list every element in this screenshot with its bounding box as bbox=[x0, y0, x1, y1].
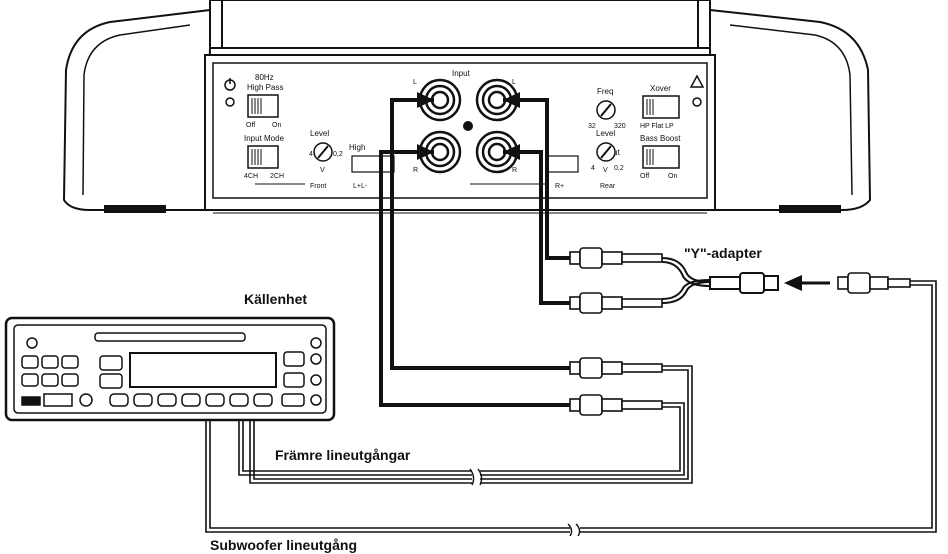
front-cables bbox=[379, 98, 575, 407]
svg-text:R: R bbox=[512, 167, 517, 174]
svg-text:L: L bbox=[413, 79, 417, 86]
crossover-on-label: On bbox=[272, 122, 281, 129]
svg-text:V: V bbox=[603, 167, 608, 174]
input-label: Input bbox=[452, 69, 471, 78]
xover-switch[interactable]: Xover HP Flat LP bbox=[640, 84, 680, 130]
cd-slot bbox=[94, 332, 246, 342]
subwoofer-plug bbox=[837, 272, 911, 294]
svg-text:On: On bbox=[668, 173, 677, 180]
input-center-screw bbox=[463, 121, 473, 131]
amp-control-panel bbox=[212, 62, 708, 199]
rear-cables bbox=[503, 98, 575, 305]
rear-bus-label: R+ bbox=[555, 183, 564, 190]
rear-input-terminal bbox=[547, 155, 579, 173]
amp-foot-right bbox=[779, 205, 841, 213]
input-mode-2ch: 2CH bbox=[270, 173, 284, 180]
crossover-freq-label: 80Hz bbox=[255, 73, 274, 82]
svg-text:4: 4 bbox=[309, 151, 313, 158]
amplifier bbox=[62, 0, 872, 214]
bass-boost-switch[interactable]: Bass Boost Off On bbox=[640, 134, 681, 180]
amp-top-panel bbox=[209, 0, 711, 49]
crossover-switch[interactable]: 80Hz High Pass Off On bbox=[246, 73, 283, 129]
source-unit-label: Källenhet bbox=[244, 291, 308, 307]
amp-left-endcap bbox=[62, 8, 211, 211]
svg-text:Off: Off bbox=[640, 173, 649, 180]
rca-plug-rear-1 bbox=[569, 247, 663, 269]
input-mode-switch[interactable]: Input Mode 4CH 2CH bbox=[244, 134, 285, 180]
front-line-outputs-label: Främre lineutgångar bbox=[275, 447, 411, 463]
head-unit-preset-buttons[interactable] bbox=[109, 393, 273, 407]
level-label-rear: Level bbox=[596, 129, 615, 138]
rca-plugs bbox=[569, 247, 663, 416]
rca-input-rear-right[interactable] bbox=[475, 130, 519, 174]
svg-text:V: V bbox=[320, 167, 325, 174]
rca-input-front-right[interactable] bbox=[418, 130, 462, 174]
head-unit-display bbox=[129, 352, 277, 388]
level-knob-rear[interactable]: Level 4 V 0,2 bbox=[591, 129, 624, 174]
front-line-cables bbox=[238, 365, 693, 486]
svg-text:R: R bbox=[413, 167, 418, 174]
svg-text:0,2: 0,2 bbox=[333, 151, 343, 158]
rca-plug-front-2 bbox=[569, 394, 663, 416]
rca-plug-front-1 bbox=[569, 357, 663, 379]
svg-text:L: L bbox=[512, 79, 516, 86]
front-bus-label: L+L- bbox=[353, 183, 368, 190]
crossover-mode-label: High Pass bbox=[247, 83, 283, 92]
crossover-off-label: Off bbox=[246, 122, 255, 129]
y-adapter-label: "Y"-adapter bbox=[684, 245, 762, 261]
freq-knob[interactable]: Freq 32 320 bbox=[588, 87, 626, 130]
amp-right-endcap bbox=[709, 8, 872, 211]
svg-text:0,2: 0,2 bbox=[614, 165, 624, 172]
amp-foot-left bbox=[104, 205, 166, 213]
subwoofer-line-cable bbox=[205, 280, 937, 537]
arrow-rear-left bbox=[503, 92, 520, 108]
svg-text:32: 32 bbox=[588, 123, 596, 130]
arrow-into-y-adapter bbox=[784, 275, 830, 291]
xover-label: Xover bbox=[650, 84, 671, 93]
input-mode-4ch: 4CH bbox=[244, 173, 258, 180]
xover-options: HP Flat LP bbox=[640, 123, 674, 130]
high-input-label: High bbox=[349, 143, 365, 152]
rca-plug-rear-2 bbox=[569, 292, 663, 314]
bass-boost-label: Bass Boost bbox=[640, 134, 681, 143]
front-label: Front bbox=[310, 183, 326, 190]
input-mode-label: Input Mode bbox=[244, 134, 285, 143]
warning-icon bbox=[689, 74, 705, 107]
subwoofer-line-output-label: Subwoofer lineutgång bbox=[210, 537, 357, 553]
arrow-rear-right bbox=[503, 144, 520, 160]
level-knob-front[interactable]: Level 4 V 0,2 bbox=[309, 129, 343, 174]
head-unit-buttons-right[interactable] bbox=[281, 337, 322, 407]
arrow-front-right bbox=[417, 144, 434, 160]
svg-text:320: 320 bbox=[614, 123, 626, 130]
freq-label: Freq bbox=[597, 87, 613, 96]
high-input-terminal bbox=[351, 155, 395, 173]
level-label-front: Level bbox=[310, 129, 329, 138]
head-unit-buttons-left[interactable] bbox=[21, 337, 123, 407]
y-adapter bbox=[661, 257, 779, 304]
svg-text:4: 4 bbox=[591, 165, 595, 172]
power-icon bbox=[224, 78, 236, 107]
source-unit bbox=[4, 316, 336, 422]
rca-input-rear-left[interactable] bbox=[475, 78, 519, 122]
arrow-front-left bbox=[417, 92, 434, 108]
rear-label: Rear bbox=[600, 183, 616, 190]
